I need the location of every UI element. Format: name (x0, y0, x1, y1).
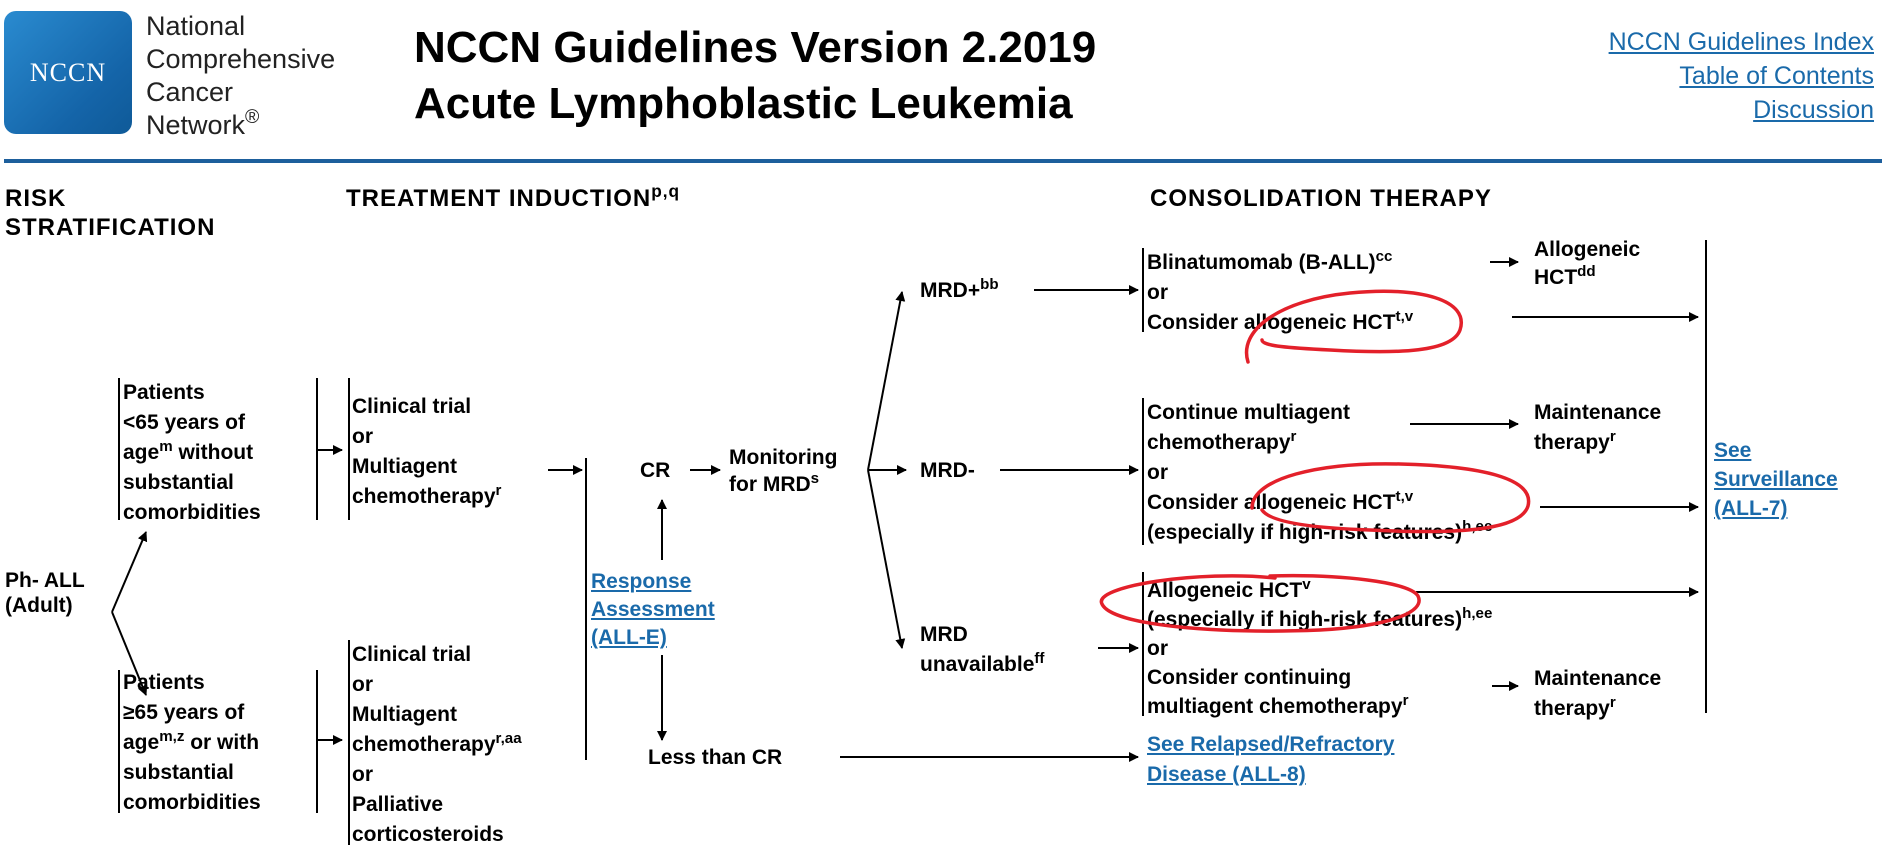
node-mrd-unavailable-therapy: Allogeneic HCTv (especially if high-risk… (1147, 575, 1493, 718)
logo-line-network: Network® (146, 106, 260, 140)
node-induction-old: Clinical trial or Multiagent chemotherap… (352, 643, 522, 846)
node-maintenance-unavailable: Maintenance therapyr (1534, 667, 1662, 720)
logo-line-national: National (146, 11, 246, 41)
document-title: NCCN Guidelines Version 2.2019 Acute Lym… (414, 20, 1096, 132)
arrow-to-young (111, 531, 148, 613)
node-mrd-negative: MRD- (920, 459, 975, 482)
node-ph-all: Ph- ALL (Adult) (5, 569, 85, 617)
node-patients-young: Patients <65 years of agem without subst… (123, 381, 261, 524)
node-monitoring-mrd: Monitoring for MRDs (729, 446, 838, 496)
node-cr: CR (640, 459, 671, 482)
consolidation-therapy-header: CONSOLIDATION THERAPY (1150, 185, 1492, 212)
nccn-logo-badge: NCCN (4, 11, 132, 134)
response-assessment-link-block: Response Assessment (ALL-E) (591, 568, 715, 652)
discussion-link[interactable]: Discussion (1753, 96, 1874, 124)
relapsed-refractory-link-block: See Relapsed/Refractory Disease (ALL-8) (1147, 730, 1394, 790)
node-less-than-cr: Less than CR (648, 746, 783, 769)
title-version: NCCN Guidelines Version 2.2019 (414, 23, 1097, 72)
arrow-to-old (111, 611, 148, 696)
arrow-to-mrd-pos (867, 291, 906, 471)
header-divider (4, 159, 1882, 163)
arrow-to-mrd-unavailable (867, 469, 906, 649)
logo-line-cancer: Cancer (146, 77, 234, 107)
title-disease: Acute Lymphoblastic Leukemia (414, 79, 1073, 128)
surveillance-link-block: See Surveillance (ALL-7) (1714, 436, 1838, 523)
node-maintenance-neg: Maintenance therapyr (1534, 401, 1662, 454)
node-patients-old: Patients ≥65 years of agem,z or with sub… (123, 671, 261, 814)
relapsed-refractory-link[interactable]: See Relapsed/Refractory Disease (ALL-8) (1147, 733, 1395, 786)
risk-stratification-header: RISK STRATIFICATION (5, 185, 216, 241)
node-induction-young: Clinical trial or Multiagent chemotherap… (352, 395, 502, 508)
table-of-contents-link[interactable]: Table of Contents (1679, 62, 1874, 90)
treatment-induction-header: TREATMENT INDUCTIONp,q (346, 180, 681, 212)
response-assessment-link[interactable]: Response Assessment (ALL-E) (591, 570, 715, 649)
logo-line-comprehensive: Comprehensive (146, 44, 336, 74)
node-mrd-neg-therapy: Continue multiagent chemotherapyr or Con… (1147, 401, 1493, 544)
nccn-logo-wordmark: National Comprehensive Cancer Network® (146, 10, 335, 142)
annotation-circle-unavailable-hct (1099, 573, 1421, 633)
annotation-circle-neg-hct (1250, 462, 1531, 534)
node-mrd-unavailable: MRD unavailableff (920, 623, 1045, 676)
node-mrd-positive: MRD+bb (920, 275, 999, 302)
top-nav-links: NCCN Guidelines Index Table of Contents … (1609, 25, 1874, 127)
surveillance-link[interactable]: See Surveillance (ALL-7) (1714, 439, 1838, 520)
node-mrd-pos-therapy: Blinatumomab (B-ALL)cc or Consider allog… (1147, 247, 1414, 334)
guidelines-index-link[interactable]: NCCN Guidelines Index (1608, 28, 1874, 56)
annotation-circle-pos-hct (1244, 289, 1463, 364)
node-allogeneic-hct-result: Allogeneic HCTdd (1534, 238, 1641, 289)
